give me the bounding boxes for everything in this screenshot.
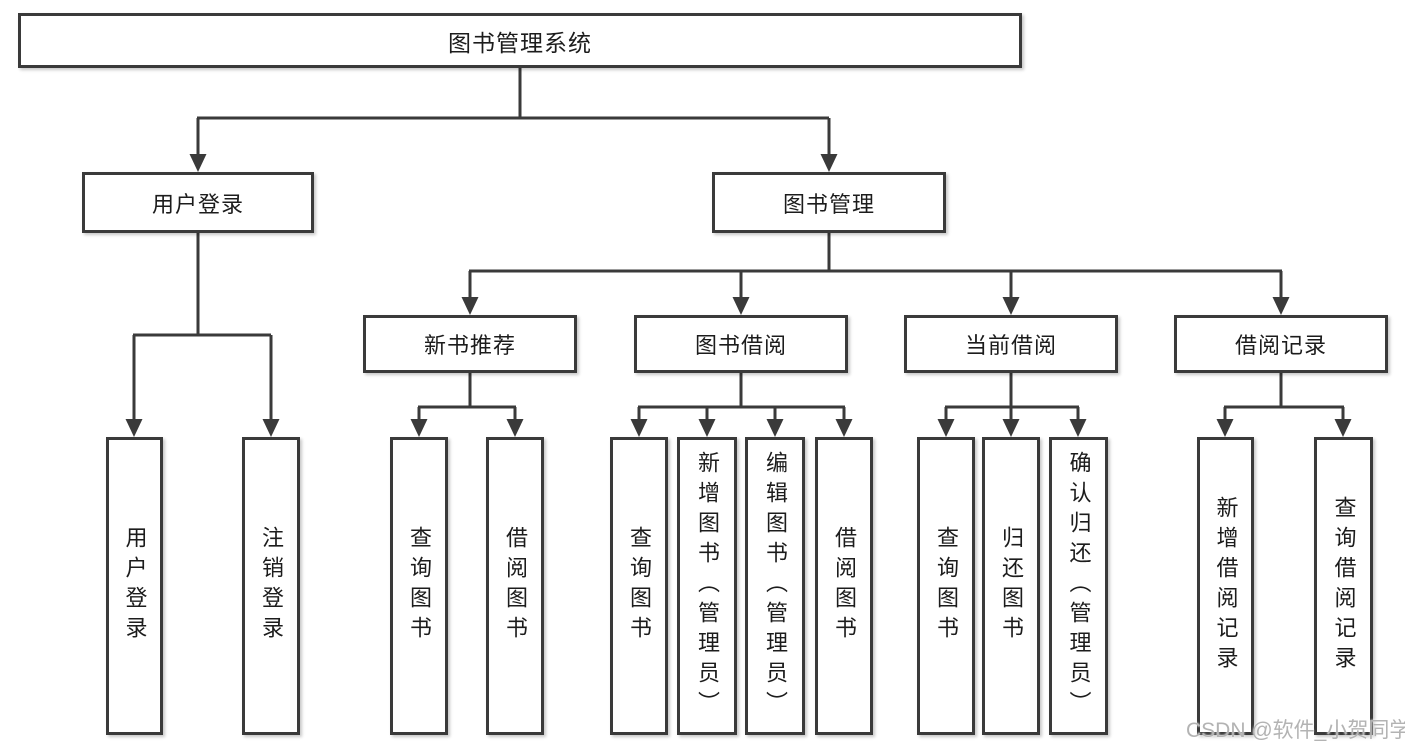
arrowheads bbox=[125, 154, 1352, 437]
arrow-down-icon bbox=[410, 419, 428, 437]
leaf-query-books: 查询图书 bbox=[610, 437, 668, 735]
node-label: 借阅记录 bbox=[1234, 333, 1327, 358]
tree-edges bbox=[132, 68, 1345, 421]
arrow-down-icon bbox=[820, 154, 838, 172]
arrow-down-icon bbox=[1216, 419, 1234, 437]
arrow-down-icon bbox=[937, 419, 955, 437]
leaf-borrow-books: 借阅图书 bbox=[486, 437, 544, 735]
leaf-label: 用户登录 bbox=[122, 526, 148, 646]
leaf-label: 编辑图书（管理员） bbox=[763, 451, 788, 721]
leaf-label: 查询图书 bbox=[934, 526, 959, 646]
arrow-down-icon bbox=[835, 419, 853, 437]
leaf-query-borrow-record: 查询借阅记录 bbox=[1314, 437, 1373, 735]
node-label: 图书管理 bbox=[782, 191, 875, 217]
leaf-label: 借阅图书 bbox=[832, 526, 857, 646]
arrow-down-icon bbox=[461, 297, 479, 315]
leaf-label: 查询图书 bbox=[627, 526, 652, 646]
arrow-down-icon bbox=[262, 419, 280, 437]
node-label: 用户登录 bbox=[151, 191, 244, 217]
leaf-return-books: 归还图书 bbox=[982, 437, 1040, 735]
leaf-add-books-admin: 新增图书（管理员） bbox=[677, 437, 737, 735]
leaf-edit-books-admin: 编辑图书（管理员） bbox=[745, 437, 805, 735]
leaf-label: 查询图书 bbox=[407, 526, 432, 646]
node-label: 图书管理系统 bbox=[448, 29, 592, 56]
node-book-management: 图书管理 bbox=[712, 172, 946, 233]
node-borrow-record: 借阅记录 bbox=[1174, 315, 1388, 373]
watermark-text: CSDN @软件_小贺同学 bbox=[1186, 719, 1405, 742]
node-label: 当前借阅 bbox=[964, 333, 1057, 358]
node-book-borrow: 图书借阅 bbox=[634, 315, 848, 373]
node-current-borrow: 当前借阅 bbox=[904, 315, 1118, 373]
leaf-label: 新增图书（管理员） bbox=[695, 451, 720, 721]
node-user-login: 用户登录 bbox=[82, 172, 314, 233]
leaf-label: 查询借阅记录 bbox=[1331, 496, 1357, 676]
leaf-query-books: 查询图书 bbox=[917, 437, 975, 735]
arrow-down-icon bbox=[732, 297, 750, 315]
arrow-down-icon bbox=[766, 419, 784, 437]
leaf-label: 归还图书 bbox=[999, 526, 1024, 646]
arrow-down-icon bbox=[1272, 297, 1290, 315]
node-label: 新书推荐 bbox=[423, 333, 516, 358]
node-library-management-system: 图书管理系统 bbox=[18, 13, 1022, 68]
arrow-down-icon bbox=[1334, 419, 1352, 437]
node-new-book-recommend: 新书推荐 bbox=[363, 315, 577, 373]
leaf-user-login: 用户登录 bbox=[106, 437, 163, 735]
arrow-down-icon bbox=[630, 419, 648, 437]
leaf-confirm-return-admin: 确认归还（管理员） bbox=[1049, 437, 1108, 735]
arrow-down-icon bbox=[1002, 297, 1020, 315]
arrow-down-icon bbox=[125, 419, 143, 437]
arrow-down-icon bbox=[1002, 419, 1020, 437]
arrow-down-icon bbox=[506, 419, 524, 437]
leaf-label: 新增借阅记录 bbox=[1213, 496, 1239, 676]
leaf-logout: 注销登录 bbox=[242, 437, 300, 735]
arrow-down-icon bbox=[698, 419, 716, 437]
arrow-down-icon bbox=[1069, 419, 1087, 437]
leaf-label: 确认归还（管理员） bbox=[1066, 451, 1092, 721]
node-label: 图书借阅 bbox=[694, 333, 787, 358]
leaf-query-books: 查询图书 bbox=[390, 437, 448, 735]
leaf-add-borrow-record: 新增借阅记录 bbox=[1197, 437, 1254, 735]
leaf-label: 借阅图书 bbox=[503, 526, 528, 646]
arrow-down-icon bbox=[189, 154, 207, 172]
leaf-label: 注销登录 bbox=[259, 526, 284, 646]
leaf-borrow-books: 借阅图书 bbox=[815, 437, 873, 735]
